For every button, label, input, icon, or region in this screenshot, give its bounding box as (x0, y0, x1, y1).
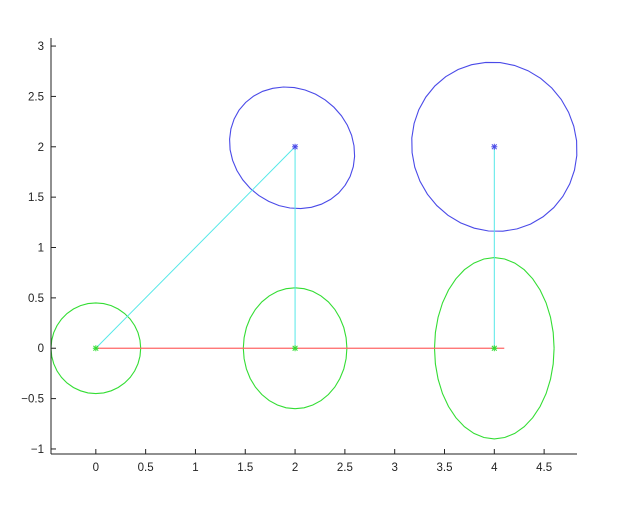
pose-marker-2-stroke-3 (491, 345, 498, 351)
trajectory-lines (95, 146, 505, 349)
x-tick-label-0: 0 (93, 462, 99, 474)
covariance-ellipses (50, 61, 578, 440)
landmark-marker-0 (292, 143, 299, 150)
pose-marker-2 (491, 345, 498, 352)
pose-marker-1-stroke-3 (292, 345, 298, 351)
y-tick-label-7: 2.5 (28, 91, 44, 103)
x-tick-label-7: 3.5 (437, 462, 453, 474)
observation-line-0 (95, 146, 296, 349)
x-tick-label-9: 4.5 (536, 462, 552, 474)
y-tick-label-2: 0 (38, 343, 44, 355)
y-tick-label-3: 0.5 (28, 293, 44, 305)
landmark-covariance-ellipse-4 (411, 61, 578, 232)
x-tick-label-1: 0.5 (138, 462, 154, 474)
x-tick-label-6: 3 (391, 462, 397, 474)
x-tick-label-4: 2 (292, 462, 298, 474)
pose-marker-1 (292, 345, 299, 352)
landmark-marker-1-stroke-3 (491, 144, 498, 150)
point-markers (92, 143, 498, 352)
x-tick-label-2: 1 (192, 462, 198, 474)
x-tick-label-3: 1.5 (237, 462, 253, 474)
y-tick-label-0: −1 (31, 444, 44, 456)
y-tick-label-8: 3 (38, 41, 44, 53)
x-tick-label-8: 4 (491, 462, 498, 474)
landmark-marker-0-stroke-3 (292, 144, 298, 150)
landmark-covariance-ellipse-3 (229, 86, 356, 210)
y-tick-label-6: 2 (38, 142, 44, 154)
y-tick-label-5: 1.5 (28, 192, 44, 204)
axes: 0 0.5 1 1.5 2 2.5 3 3.5 4 4.5 −1 −0.5 0 0.5 1 1.5 2 2.5 3 (21, 38, 577, 474)
pose-marker-0 (92, 345, 99, 352)
y-tick-label-4: 1 (38, 243, 44, 255)
y-tick-label-1: −0.5 (21, 394, 44, 406)
x-tick-label-5: 2.5 (337, 462, 353, 474)
landmark-marker-1 (491, 143, 498, 150)
pose-marker-0-stroke-3 (93, 345, 99, 351)
